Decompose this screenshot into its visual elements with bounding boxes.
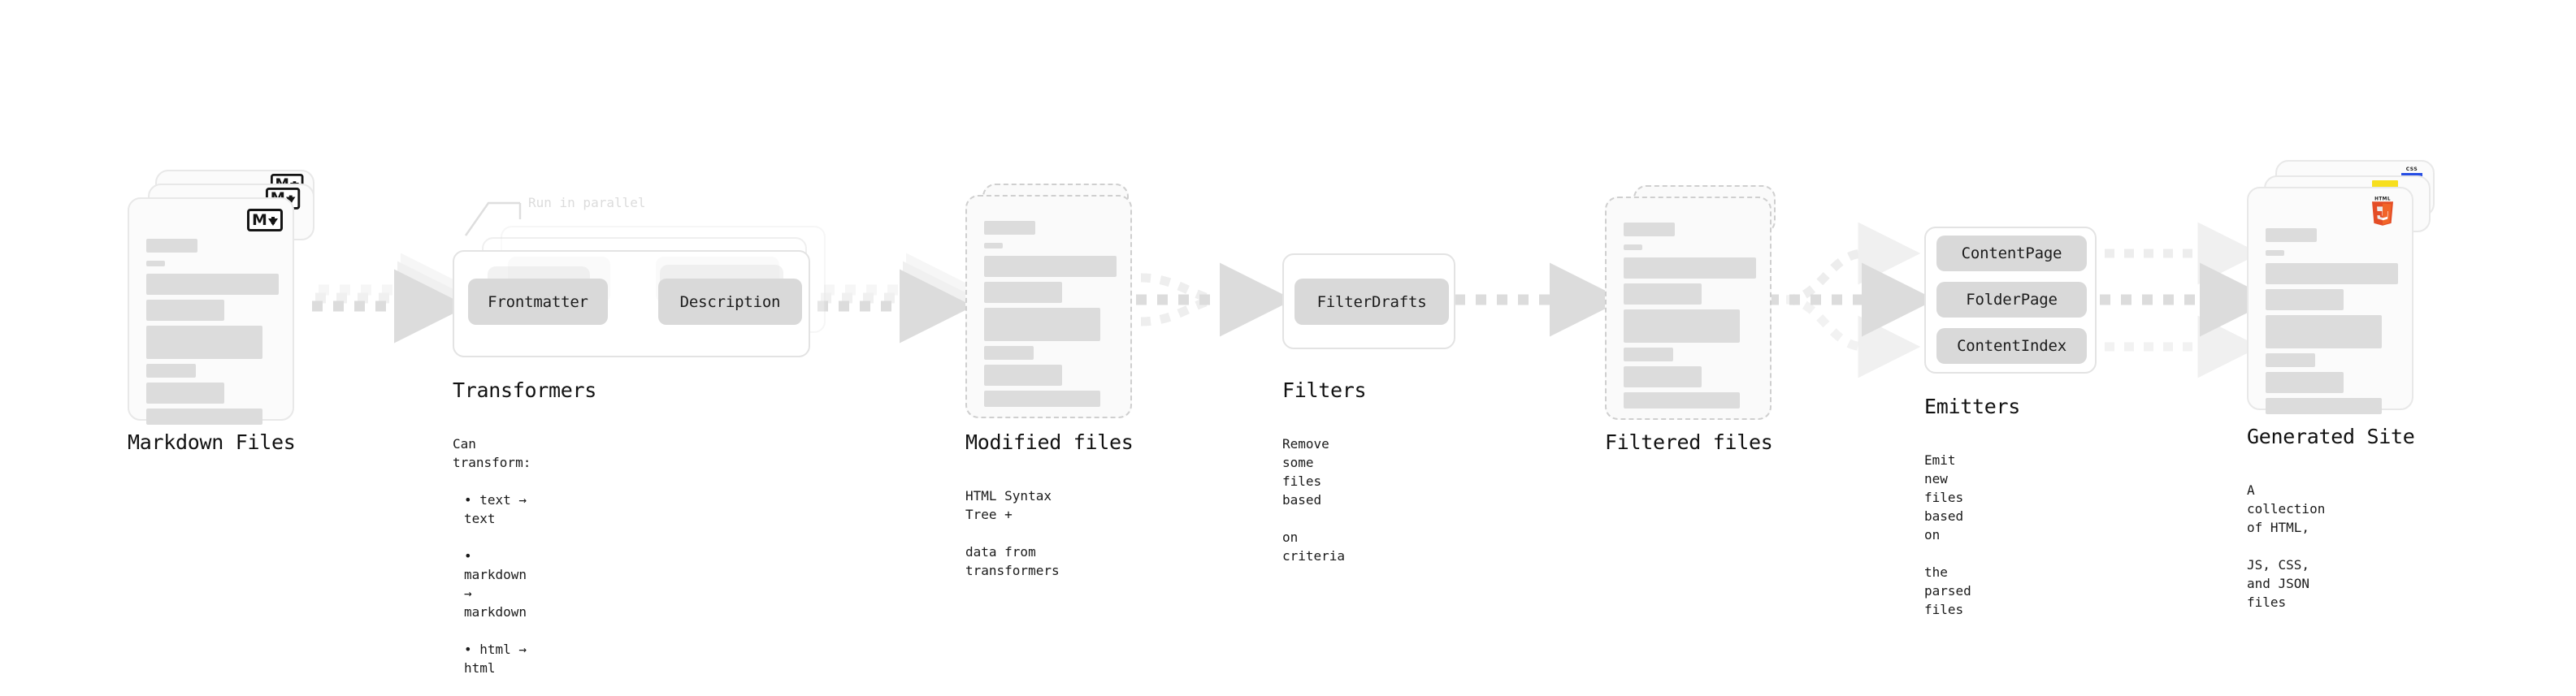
modified-sheet-front bbox=[965, 195, 1132, 418]
skeleton-line bbox=[1624, 283, 1702, 305]
skeleton-line bbox=[2266, 289, 2344, 310]
caption-line: Emit new files based on bbox=[1924, 452, 1964, 543]
css-icon: CSS bbox=[2401, 166, 2422, 176]
skeleton-line bbox=[146, 239, 197, 253]
caption-line: • text → text bbox=[464, 492, 527, 526]
caption-line: • html → html bbox=[464, 642, 527, 676]
emitter-chip-folderpage-label: FolderPage bbox=[1966, 291, 2058, 309]
markdown-sheet-front: M bbox=[128, 197, 294, 425]
transformer-chip-description[interactable]: Description bbox=[658, 279, 802, 325]
css-icon-label: CSS bbox=[2405, 166, 2418, 172]
svg-text:HTML: HTML bbox=[2374, 197, 2391, 202]
emitter-chip-folderpage[interactable]: FolderPage bbox=[1936, 282, 2087, 318]
skeleton-line bbox=[1624, 244, 1642, 250]
caption-line: Can transform: bbox=[453, 436, 531, 470]
stage-title-transformers: Transformers bbox=[453, 378, 597, 402]
connector-md-to-transformers bbox=[312, 253, 475, 344]
caption-line: HTML Syntax Tree + bbox=[965, 488, 1052, 522]
markdown-icon: M bbox=[247, 209, 283, 231]
skeleton-line bbox=[146, 409, 262, 425]
skeleton-line bbox=[146, 300, 224, 321]
caption-line: JS, CSS, and JSON files bbox=[2247, 557, 2310, 610]
stage-caption-modified-files: HTML Syntax Tree + data from transformer… bbox=[965, 468, 1060, 599]
skeleton-line bbox=[2266, 250, 2284, 256]
connector-filtered-to-emitters bbox=[1768, 222, 1936, 378]
emitter-chip-contentindex[interactable]: ContentIndex bbox=[1936, 328, 2087, 364]
skeleton-line bbox=[2266, 263, 2398, 284]
skeleton-line bbox=[146, 383, 224, 404]
skeleton-line bbox=[984, 243, 1003, 249]
skeleton-line bbox=[1624, 309, 1740, 343]
transformer-chip-frontmatter-label: Frontmatter bbox=[488, 292, 588, 311]
site-sheet-front: HTML bbox=[2247, 187, 2413, 414]
skeleton-line bbox=[984, 221, 1035, 235]
caption-line: data from transformers bbox=[965, 544, 1060, 578]
skeleton-line bbox=[1624, 366, 1702, 387]
skeleton-line bbox=[146, 261, 165, 266]
skeleton-line bbox=[1624, 223, 1675, 236]
skeleton-line bbox=[1624, 392, 1740, 409]
stage-caption-generated-site: A collection of HTML, JS, CSS, and JSON … bbox=[2247, 462, 2325, 630]
filtered-sheet-front bbox=[1605, 197, 1772, 420]
emitter-chip-contentindex-label: ContentIndex bbox=[1957, 337, 2066, 355]
skeleton-line bbox=[984, 282, 1062, 303]
transformer-chip-frontmatter[interactable]: Frontmatter bbox=[468, 279, 608, 325]
caption-line: on criteria bbox=[1282, 530, 1346, 564]
skeleton-line bbox=[2266, 315, 2382, 348]
filter-chip-filterdrafts-label: FilterDrafts bbox=[1316, 292, 1427, 311]
skeleton-line bbox=[1624, 348, 1673, 361]
skeleton-line bbox=[984, 308, 1100, 341]
skeleton-line bbox=[984, 346, 1034, 360]
caption-line: the parsed files bbox=[1924, 564, 1971, 617]
transformer-chip-description-label: Description bbox=[679, 292, 781, 311]
connector-transformers-to-modified bbox=[817, 253, 980, 344]
markdown-icon-arrow bbox=[267, 216, 278, 226]
stage-title-filters: Filters bbox=[1282, 378, 1367, 402]
skeleton-line bbox=[146, 274, 279, 295]
stage-title-filtered-files: Filtered files bbox=[1605, 430, 1773, 454]
skeleton-line bbox=[146, 364, 196, 378]
css-icon-bar bbox=[2401, 173, 2422, 176]
stage-caption-filters: Remove some files based on criteria bbox=[1282, 416, 1345, 584]
stage-caption-transformers: Can transform: • text → text • markdown … bbox=[453, 416, 531, 696]
stage-title-modified-files: Modified files bbox=[965, 430, 1134, 454]
caption-line: • markdown → markdown bbox=[464, 548, 527, 620]
connector-modified-to-filters bbox=[1136, 262, 1294, 337]
emitter-chip-contentpage-label: ContentPage bbox=[1961, 244, 2062, 262]
run-in-parallel-label: Run in parallel bbox=[528, 195, 646, 210]
stage-title-generated-site: Generated Site bbox=[2247, 425, 2415, 448]
pipeline-diagram: M M M bbox=[128, 160, 2435, 676]
markdown-icon-letter: M bbox=[252, 210, 267, 229]
skeleton-line bbox=[984, 256, 1117, 277]
filter-chip-filterdrafts[interactable]: FilterDrafts bbox=[1295, 279, 1449, 325]
stage-title-emitters: Emitters bbox=[1924, 395, 2021, 418]
stage-caption-emitters: Emit new files based on the parsed files bbox=[1924, 432, 1971, 638]
skeleton-line bbox=[2266, 372, 2344, 393]
skeleton-line bbox=[1624, 257, 1756, 279]
stage-title-markdown-files: Markdown Files bbox=[128, 430, 296, 454]
caption-line: A collection of HTML, bbox=[2247, 482, 2326, 535]
html5-icon: HTML bbox=[2371, 197, 2394, 226]
connector-emitters-to-site bbox=[2100, 222, 2274, 378]
skeleton-line bbox=[2266, 398, 2382, 414]
caption-line: Remove some files based bbox=[1282, 436, 1329, 508]
skeleton-line bbox=[2266, 228, 2317, 242]
emitter-chip-contentpage[interactable]: ContentPage bbox=[1936, 236, 2087, 271]
skeleton-line bbox=[146, 326, 262, 359]
skeleton-line bbox=[984, 391, 1100, 407]
markdown-icon-arrow bbox=[285, 195, 296, 204]
skeleton-line bbox=[984, 365, 1062, 386]
skeleton-line bbox=[2266, 353, 2315, 367]
